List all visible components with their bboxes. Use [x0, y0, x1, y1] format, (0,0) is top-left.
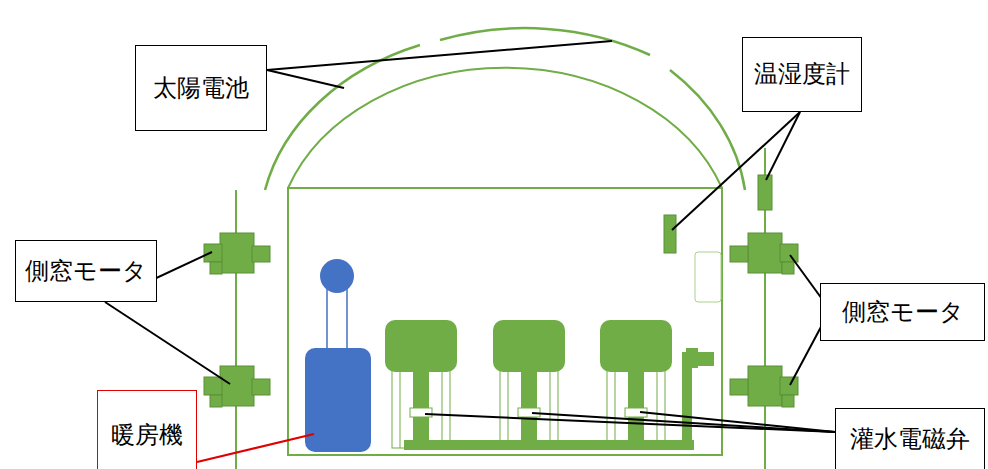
- callout-label: 側窓モータ: [842, 298, 964, 327]
- callout-box: 側窓モータ: [15, 240, 157, 302]
- callout-box: 太陽電池: [135, 45, 267, 131]
- callout-label: 側窓モータ: [25, 257, 147, 286]
- roof-arc: [288, 68, 722, 188]
- house-body: [288, 188, 722, 455]
- callout-box: 側窓モータ: [820, 283, 985, 341]
- leader-line: [197, 434, 314, 462]
- hygrometer: [664, 215, 676, 253]
- irrigation-units: [385, 320, 714, 450]
- hygrometer: [758, 175, 772, 210]
- callout-label: 温湿度計: [754, 60, 850, 89]
- control-panel: [695, 252, 721, 302]
- leader-lines: [105, 41, 835, 432]
- callout-box: 暖房機: [97, 390, 197, 469]
- solar-cell: [440, 28, 650, 55]
- callout-box: 灌水電磁弁: [835, 408, 985, 469]
- callout-label: 暖房機: [111, 421, 183, 450]
- callout-box: 温湿度計: [742, 37, 862, 112]
- side-pole: [235, 190, 237, 469]
- callout-label: 灌水電磁弁: [850, 425, 970, 454]
- heater: [305, 259, 371, 452]
- solar-cell: [265, 45, 420, 190]
- side-motors: [204, 233, 798, 407]
- callout-label: 太陽電池: [153, 74, 249, 103]
